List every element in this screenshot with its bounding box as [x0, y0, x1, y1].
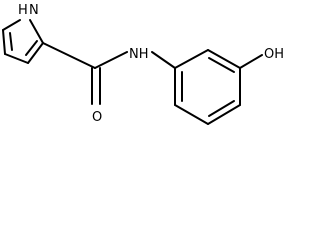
- atom-label-amide-nh: NH: [129, 47, 149, 62]
- bond-pyrrole-c3-c2-double: [25, 40, 38, 56]
- bond-pyrrole-c4-c3: [4, 53, 29, 64]
- bond-nh-phenyl: [151, 51, 176, 69]
- bond-pyrrole-n-c5: [2, 19, 21, 31]
- bond-phenyl-c5-c6: [174, 104, 209, 125]
- bond-phenyl-c4-c5-double: [208, 100, 235, 117]
- bond-phenyl-c4-c5: [207, 104, 241, 125]
- atom-label-pyrrole-h: H: [18, 3, 28, 18]
- atom-label-amide-o: O: [92, 110, 102, 125]
- atom-label-pyrrole-n: N: [29, 3, 39, 18]
- bond-phenyl-c2-c3-double: [208, 57, 235, 73]
- bond-phenyl-c1-c2: [174, 49, 209, 69]
- bond-phenyl-c2-c3: [207, 49, 241, 69]
- molecule-structure: H N O NH OH: [2, 3, 284, 125]
- bond-c2-carbonyl: [42, 42, 96, 69]
- bond-pyrrole-c5-c4: [2, 29, 6, 55]
- bond-pyrrole-c5-c4-double: [9, 32, 13, 51]
- bond-carbonyl-nh: [94, 51, 128, 69]
- bond-pyrrole-c2-n: [29, 19, 44, 44]
- bond-pyrrole-c3-c2: [27, 42, 44, 64]
- bond-phenyl-hydroxyl: [239, 54, 263, 69]
- atom-label-hydroxyl: OH: [264, 47, 284, 62]
